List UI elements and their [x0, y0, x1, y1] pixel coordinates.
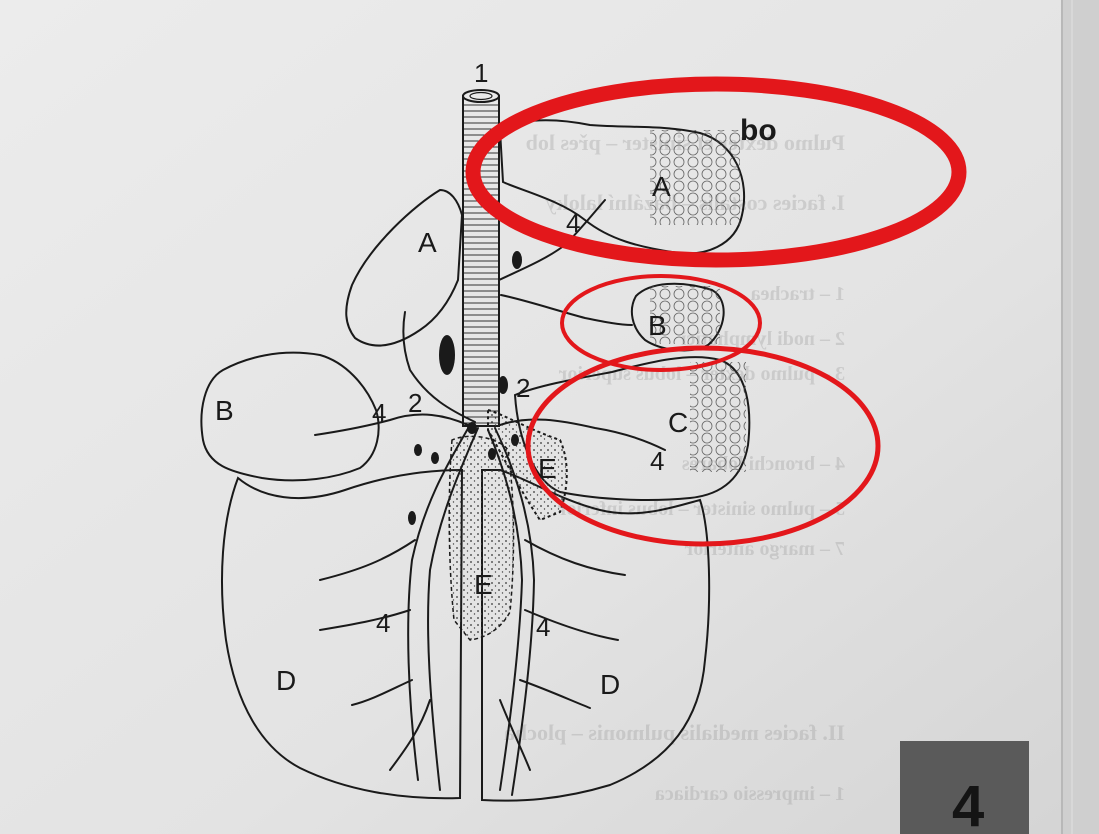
label-A-right: A	[652, 171, 671, 202]
label-C-right: C	[668, 407, 688, 438]
label-4-right: 4	[650, 446, 664, 476]
label-4-bottom-left: 4	[376, 608, 390, 638]
label-4-bottom-right: 4	[536, 612, 550, 642]
label-A-left: A	[418, 227, 437, 258]
page-number: 4	[952, 774, 984, 834]
label-2-right: 2	[516, 373, 530, 403]
label-D-right: D	[600, 669, 620, 700]
bleed-text-line: 1 – trachea	[751, 283, 845, 305]
label-bo: bo	[740, 114, 777, 147]
label-trachea-1: 1	[474, 58, 488, 88]
label-D-left: D	[276, 665, 296, 696]
pericardial-region	[449, 436, 513, 640]
label-2-left: 2	[408, 388, 422, 418]
bleed-text-line: 1 – impressio cardiaca	[655, 783, 845, 805]
page-number-badge: 4	[900, 741, 1029, 834]
label-4-top: 4	[566, 208, 580, 238]
book-spine-edge	[1062, 0, 1099, 834]
label-B-left: B	[215, 395, 234, 426]
label-4-left: 4	[372, 398, 386, 428]
label-B-right: B	[648, 310, 667, 341]
label-E-lower: E	[474, 569, 493, 600]
